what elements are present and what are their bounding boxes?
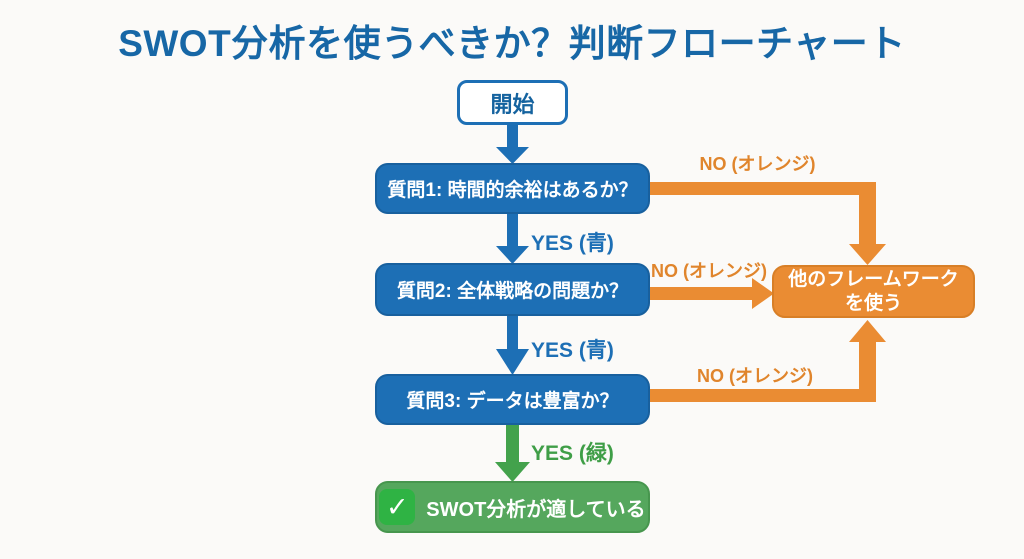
page-title: SWOT分析を使うべきか？判断フローチャート <box>118 23 906 64</box>
node-question-2: 質問2: 全体戦略の問題か？ <box>375 263 650 316</box>
arrow-q3-to-result <box>495 423 530 482</box>
check-icon: ✓ <box>379 489 416 525</box>
node-other-framework: 他のフレームワーク を使う <box>772 265 975 318</box>
node-start: 開始 <box>457 80 568 125</box>
node-question-3: 質問3: データは豊富か？ <box>375 374 650 425</box>
node-other-framework-line2: を使う <box>844 292 902 314</box>
edge-label-q2-yes: YES (青) <box>531 339 614 362</box>
arrow-start-to-q1 <box>496 123 529 164</box>
edge-label-q1-no: NO (オレンジ) <box>699 154 816 174</box>
node-result-swot-suitable: ✓ SWOT分析が適している <box>375 481 650 533</box>
edge-label-q3-yes: YES (緑) <box>531 442 614 465</box>
node-question-1-label: 質問1: 時間的余裕はあるか？ <box>387 180 638 201</box>
node-start-label: 開始 <box>490 91 535 117</box>
arrow-q1-to-q2 <box>496 212 529 264</box>
edge-label-q3-no: NO (オレンジ) <box>697 366 813 386</box>
node-question-3-label: 質問3: データは豊富か？ <box>406 391 619 412</box>
arrow-q1-no-to-other <box>650 182 886 265</box>
node-other-framework-line1: 他のフレームワーク <box>788 268 959 290</box>
arrow-q3-no-to-other <box>650 320 886 402</box>
arrow-q2-no-to-other <box>650 278 774 309</box>
edge-label-q2-no: NO (オレンジ) <box>651 261 767 281</box>
node-result-label: SWOT分析が適している <box>426 498 646 521</box>
node-question-2-label: 質問2: 全体戦略の問題か？ <box>396 281 629 302</box>
arrow-q2-to-q3 <box>496 314 529 375</box>
edge-label-q1-yes: YES (青) <box>531 232 614 255</box>
node-question-1: 質問1: 時間的余裕はあるか？ <box>375 163 650 214</box>
